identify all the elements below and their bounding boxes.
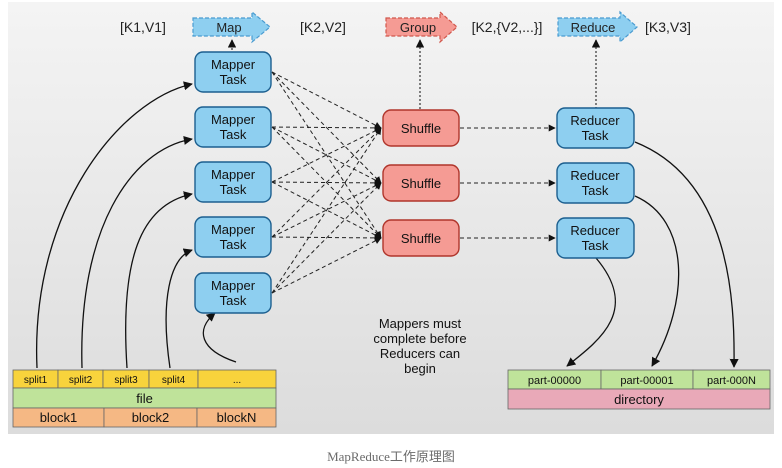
part-label: part-00001 <box>620 375 673 387</box>
reducer-task: Reducer Task <box>556 217 635 259</box>
map-arrow: Map <box>192 10 271 44</box>
reducer-task-label-1: Reducer <box>570 223 620 238</box>
reduce-arrow: Reduce <box>557 10 638 44</box>
reducer-to-part-arrows <box>566 141 739 368</box>
reducer-task: Reducer Task <box>556 107 635 149</box>
figure-caption: MapReduce工作原理图 <box>327 449 455 464</box>
block-label: block1 <box>40 410 78 425</box>
output-directory-block: part-00000 part-00001 part-000N director… <box>507 369 771 410</box>
reducer-task-label-1: Reducer <box>570 168 620 183</box>
shuffle-node: Shuffle <box>382 164 460 202</box>
reducer-task-label-1: Reducer <box>570 113 620 128</box>
mapper-task-label-1: Mapper <box>211 278 256 293</box>
map-shuffle-connections <box>271 71 382 294</box>
mapper-task: Mapper Task <box>194 161 272 203</box>
reducer-task-label-2: Task <box>582 238 609 253</box>
mapper-task: Mapper Task <box>194 51 272 93</box>
split-label: split4 <box>162 375 186 386</box>
mapper-task-label-1: Mapper <box>211 112 256 127</box>
mapper-task-label-2: Task <box>220 293 247 308</box>
file-label: file <box>136 391 153 406</box>
directory-label: directory <box>614 392 664 407</box>
split-label: split1 <box>24 375 48 386</box>
mapper-task-label-1: Mapper <box>211 222 256 237</box>
group-arrow: Group <box>385 10 458 44</box>
directory-bar <box>507 388 771 410</box>
shuffle-reduce-connections <box>460 124 556 242</box>
shuffle-node: Shuffle <box>382 109 460 147</box>
mapper-task-label-2: Task <box>220 182 247 197</box>
map-label: Map <box>216 20 241 35</box>
group-label: Group <box>400 20 436 35</box>
reduce-label: Reduce <box>571 20 616 35</box>
mapreduce-diagram: [K1,V1] Map [K2,V2] Group [K2,{V2,...}] … <box>8 2 774 434</box>
split-label: ... <box>233 375 241 386</box>
shuffle-label: Shuffle <box>401 176 441 191</box>
shuffle-node: Shuffle <box>382 219 460 257</box>
input-file-block: split1 split2 split3 split4 ... file blo… <box>12 369 277 428</box>
kv2-label: [K2,V2] <box>300 19 346 35</box>
split-label: split2 <box>69 375 93 386</box>
kv1-label: [K1,V1] <box>120 19 166 35</box>
note-line-4: begin <box>404 361 436 376</box>
kv4-label: [K3,V3] <box>645 19 691 35</box>
mapper-reducer-note: Mappers must complete before Reducers ca… <box>373 316 466 376</box>
mapper-task-label-1: Mapper <box>211 167 256 182</box>
split-to-mapper-arrows <box>36 81 237 369</box>
mapper-task: Mapper Task <box>194 106 272 148</box>
note-line-3: Reducers can <box>380 346 460 361</box>
mapper-task-label-2: Task <box>220 72 247 87</box>
block-label: blockN <box>217 410 257 425</box>
mapper-task-label-2: Task <box>220 237 247 252</box>
note-line-2: complete before <box>373 331 466 346</box>
mapper-task-label-1: Mapper <box>211 57 256 72</box>
split-label: split3 <box>114 375 138 386</box>
note-line-1: Mappers must <box>379 316 462 331</box>
part-label: part-000N <box>707 375 756 387</box>
reducer-task-label-2: Task <box>582 183 609 198</box>
reducer-task-label-2: Task <box>582 128 609 143</box>
part-label: part-00000 <box>528 375 581 387</box>
kv3-label: [K2,{V2,...}] <box>472 19 543 35</box>
mapper-task: Mapper Task <box>194 272 272 314</box>
shuffle-label: Shuffle <box>401 231 441 246</box>
shuffle-label: Shuffle <box>401 121 441 136</box>
reducer-task: Reducer Task <box>556 162 635 204</box>
mapper-task: Mapper Task <box>194 216 272 258</box>
block-label: block2 <box>132 410 170 425</box>
mapper-task-label-2: Task <box>220 127 247 142</box>
diagram-background <box>8 2 774 434</box>
